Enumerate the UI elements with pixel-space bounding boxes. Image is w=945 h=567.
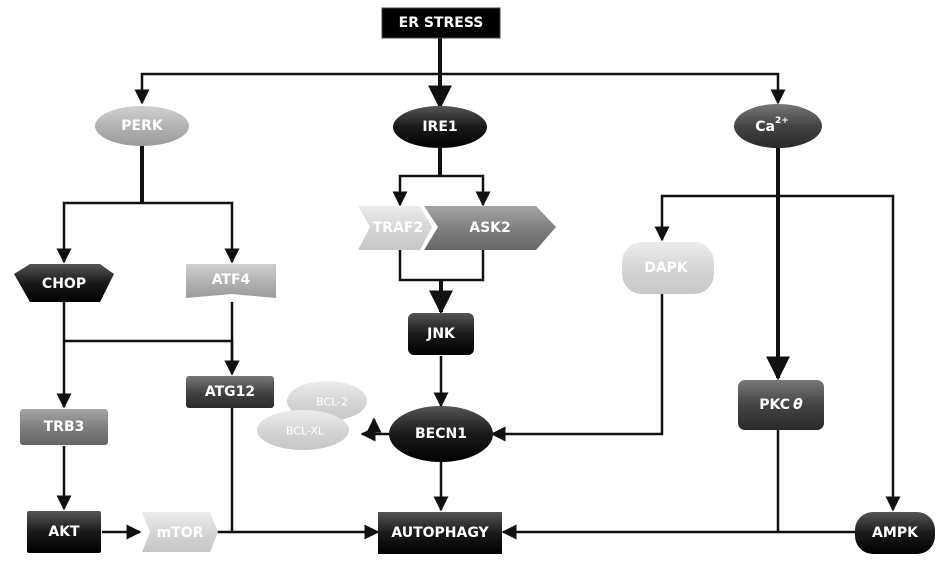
- node-trb3: TRB3: [20, 409, 108, 445]
- node-jnk: JNK: [408, 313, 474, 355]
- er-stress-label: ER STRESS: [399, 15, 484, 31]
- becn1-label: BECN1: [415, 426, 467, 442]
- node-ask2: ASK2: [424, 206, 556, 250]
- pkc-theta-symbol: θ: [793, 397, 803, 413]
- bclxl-label: BCL-XL: [286, 425, 325, 438]
- atg12-label: ATG12: [205, 384, 255, 400]
- node-atf4: ATF4: [186, 264, 276, 298]
- node-akt: AKT: [27, 511, 101, 553]
- node-ampk: AMPK: [855, 512, 935, 554]
- edge-perk-to-chop: [56, 201, 142, 264]
- node-bclxl: BCL-XL: [257, 410, 349, 450]
- chop-label: CHOP: [42, 276, 86, 292]
- ca-base: Ca: [755, 119, 775, 135]
- edge-ca-to-ampk: [778, 194, 901, 512]
- node-ca: Ca2+: [734, 104, 822, 148]
- trb3-label: TRB3: [44, 419, 85, 435]
- perk-label: PERK: [121, 118, 164, 134]
- edge-er-stress-to-perk: [134, 72, 440, 105]
- edge-perk-to-atf4: [142, 201, 240, 264]
- traf2-label: TRAF2: [373, 220, 423, 236]
- node-mtor: mTOR: [142, 512, 218, 552]
- edge-ca-to-dapk: [654, 194, 778, 242]
- ca-superscript: 2+: [775, 116, 789, 126]
- node-autophagy: AUTOPHAGY: [378, 512, 502, 554]
- edge-ire1-to-ask2: [440, 174, 491, 207]
- edge-er-stress-to-ca: [440, 72, 786, 105]
- dapk-label: DAPK: [644, 260, 689, 276]
- node-becn1: BECN1: [389, 406, 493, 462]
- node-er-stress: ER STRESS: [381, 7, 501, 39]
- pkc-base: PKC: [759, 397, 790, 413]
- edge-chop-to-atg12: [64, 339, 240, 376]
- jnk-label: JNK: [426, 326, 456, 342]
- connectors: [56, 35, 901, 540]
- node-dapk: DAPK: [622, 242, 714, 294]
- edge-dapk-to-becn1: [490, 294, 664, 442]
- edge-traf2-ask2-merge: [398, 250, 485, 282]
- node-traf2: TRAF2: [358, 206, 432, 250]
- ask2-label: ASK2: [469, 220, 511, 236]
- ampk-label: AMPK: [872, 525, 919, 541]
- akt-label: AKT: [48, 524, 80, 540]
- ca-label: Ca2+: [755, 116, 789, 135]
- node-perk: PERK: [95, 106, 189, 146]
- autophagy-label: AUTOPHAGY: [391, 525, 489, 541]
- node-atg12: ATG12: [186, 376, 274, 408]
- mtor-label: mTOR: [157, 525, 204, 541]
- node-chop: CHOP: [14, 264, 114, 302]
- ire1-label: IRE1: [422, 119, 457, 135]
- node-ire1: IRE1: [393, 106, 487, 148]
- atf4-label: ATF4: [212, 272, 251, 288]
- edge-ire1-to-traf2: [392, 174, 440, 207]
- bcl2-label: BCL-2: [316, 396, 348, 409]
